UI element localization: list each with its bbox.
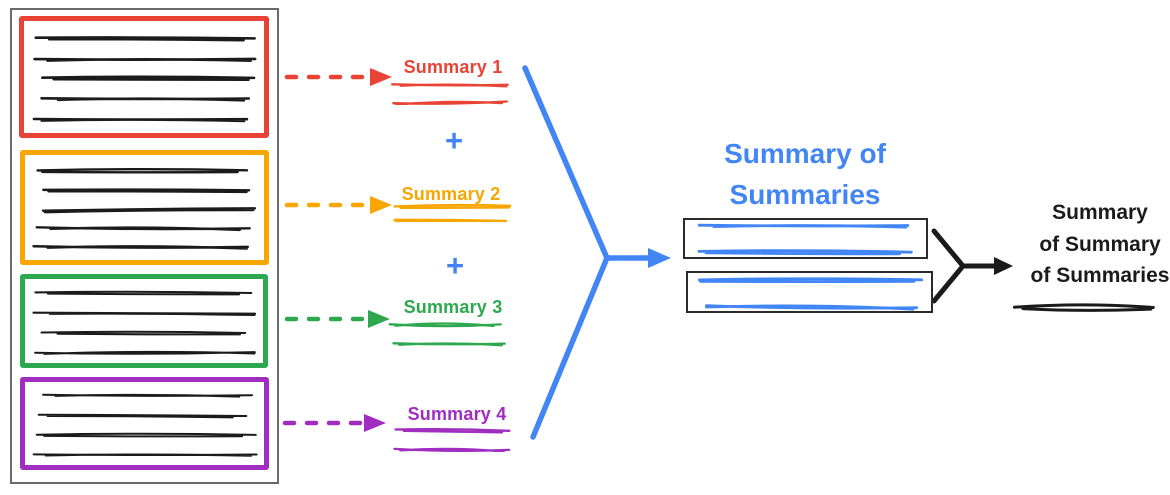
summary-of-summaries-title-line-2: Summaries	[729, 178, 881, 210]
plus-sign-1: +	[444, 123, 464, 158]
document-2-text-scribble	[32, 167, 257, 250]
final-summary-underline-scribble	[1012, 303, 1155, 312]
document-4-to-summary-4-dashed-arrow	[282, 414, 386, 432]
summary-of-summaries-box-2	[686, 271, 933, 313]
document-3-to-summary-3-dashed-arrow	[284, 310, 390, 328]
document-1	[19, 16, 269, 138]
final-summary-title-line-3: of Summaries	[1030, 264, 1170, 287]
summary-of-summaries-title-line-1: Summary of	[724, 138, 886, 169]
document-1-text-scribble	[32, 36, 257, 123]
plus-sign-2: +	[445, 248, 465, 283]
final-summary-title-line-1: Summary	[1052, 201, 1148, 224]
summary-3-scribble	[388, 322, 506, 347]
summaries-merge-arrow	[522, 65, 671, 440]
summary-4-label: Summary 4	[407, 404, 507, 424]
summary-1-label: Summary 1	[403, 57, 503, 77]
document-2-to-summary-2-dashed-arrow	[284, 196, 392, 214]
summary-1-scribble	[391, 83, 509, 105]
document-4	[20, 377, 269, 470]
document-2	[20, 150, 269, 265]
summary-3-label: Summary 3	[403, 297, 503, 317]
final-merge-arrow	[931, 228, 1013, 304]
summary-of-summaries-box-1-scribble	[697, 223, 913, 256]
document-4-text-scribble	[32, 393, 258, 457]
document-3	[20, 274, 268, 368]
summary-of-summaries-box-2-scribble	[697, 277, 924, 311]
summary-of-summaries-box-1	[683, 218, 928, 259]
summary-of-summaries-title: Summary of Summaries	[700, 134, 910, 215]
final-summary-title: Summary of Summary of Summaries	[1030, 197, 1170, 292]
summary-2-label: Summary 2	[401, 184, 501, 204]
document-3-text-scribble	[32, 290, 257, 355]
final-summary-title-line-2: of Summary	[1039, 232, 1161, 256]
summary-2-scribble	[393, 203, 512, 222]
summary-4-scribble	[393, 428, 511, 452]
document-1-to-summary-1-dashed-arrow	[284, 68, 392, 86]
